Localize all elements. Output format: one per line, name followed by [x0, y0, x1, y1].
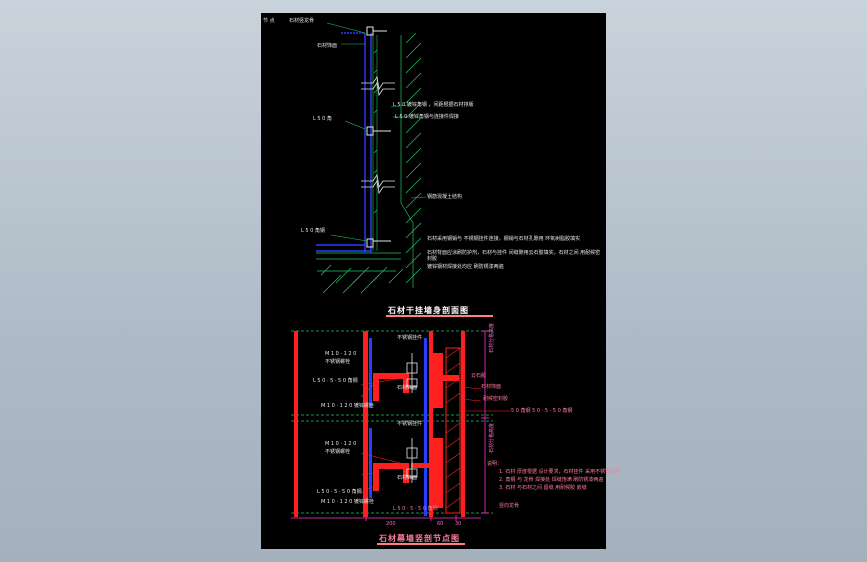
label-b2: M 1 0 · 1 2 0 镀锌螺栓 — [321, 499, 374, 505]
label-bottom-1: L 5 0 · 5 · 5 0 角钢 — [393, 506, 438, 512]
bottom-right-tag: 竖向龙骨 — [499, 503, 520, 509]
drawing-sheet: 节 点 石材竖龙骨 石材饰面 L 5 0 角 L 5 0 角钢 L 5 0 镀锌… — [261, 13, 620, 549]
label-a1: L 5 0 · 5 · 5 0 角钢 — [313, 378, 358, 384]
curtain-wall-detail — [291, 330, 511, 545]
dim-right-2: 石材分格高度 — [489, 422, 495, 453]
label-d2: 不锈钢螺栓 — [325, 449, 351, 455]
label-right-4: 5 0 角钢 5 0 · 5 · 5 0 角钢 — [511, 408, 573, 414]
note-2: 2. 角钢 与 龙骨 焊接处 焊缝饱满 刷防锈漆两遍 — [499, 477, 604, 483]
label-right-2: 耐候密封胶 — [483, 396, 509, 402]
cad-linework — [291, 22, 511, 545]
label-right-2: L 5 0 镀锌角钢与连接件焊接 — [395, 114, 459, 120]
note-3: 镀锌钢材焊接处均应 刷防锈漆两遍 — [427, 264, 504, 270]
label-angle-bottom: L 5 0 角钢 — [301, 228, 325, 234]
note-heading: 说明： — [487, 461, 503, 467]
dim-bottom-2: 60 — [437, 521, 444, 527]
label-c1: M 1 0 · 1 2 0 — [325, 351, 357, 357]
label-a2: L 5 0 · 5 · 5 0 角钢 — [317, 489, 362, 495]
label-right-1: 石材饰面 — [481, 384, 502, 390]
label-angle-mid: L 5 0 角 — [313, 116, 332, 122]
note-1: 1. 石材 厚度根据 设计要求，石材挂件 采用不锈钢材质 — [499, 469, 621, 475]
label-right-3: 云石胶 — [471, 373, 487, 379]
label-fixing-2: 不锈钢挂件 — [397, 421, 423, 427]
label-stone-1: 石材饰面 — [397, 385, 418, 391]
label-stone-top: 石材饰面 — [317, 43, 338, 49]
wall-section-detail — [316, 22, 493, 317]
tag-right: 石材竖龙骨 — [289, 18, 315, 24]
label-fixing-1: 不锈钢挂件 — [397, 335, 423, 341]
label-stone-2: 石材饰面 — [397, 475, 418, 481]
label-right-3: 钢筋混凝土结构 — [427, 194, 463, 200]
dim-right-1: 石材分格高度 — [489, 322, 495, 353]
note-1: 石材采用钢销与 不锈钢挂件连接，钢销与石材孔隙用 环氧树脂胶填实 — [427, 236, 581, 242]
note-2: 石材背面应涂刷防护剂，石材与挂件 间缝隙用云石胶填实，石材之间 用耐候密封胶 — [427, 250, 601, 262]
label-c2: M 1 0 · 1 2 0 — [325, 441, 357, 447]
label-b1: M 1 0 · 1 2 0 镀锌螺栓 — [321, 403, 374, 409]
dim-bottom-3: 30 — [455, 521, 462, 527]
top-title: 石材干挂墙身剖面图 — [388, 306, 469, 315]
dim-bottom-1: 200 — [386, 521, 396, 527]
tag-left: 节 点 — [263, 18, 275, 24]
label-d1: 不锈钢螺栓 — [325, 359, 351, 365]
note-3: 3. 石材 与石材之间 留缝 用耐候胶 嵌缝 — [499, 485, 587, 491]
label-right-1: L 5 0 镀锌角钢 ，间距根据石材排版 — [393, 102, 474, 108]
bottom-title: 石材幕墙竖剖节点图 — [379, 534, 460, 543]
